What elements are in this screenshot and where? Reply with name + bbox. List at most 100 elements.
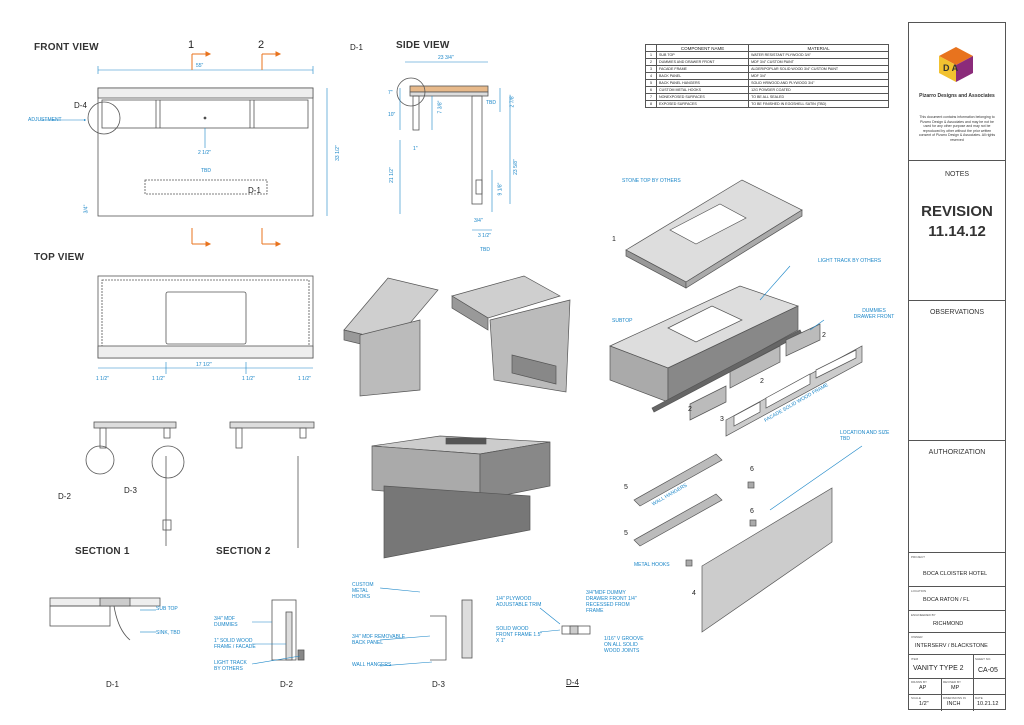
- revision-label: REVISION: [921, 203, 993, 220]
- location-value: BOCA RATON / FL: [923, 597, 970, 603]
- sheet-value: CA-05: [978, 667, 998, 674]
- stone-top-note: STONE TOP BY OTHERS: [622, 178, 681, 184]
- side-depth-dim: 23 3/4": [438, 55, 454, 61]
- top-dim-b: 1 1/2": [152, 376, 165, 382]
- v-groove-note: 1/16" V GROOVE ON ALL SOLID WOOD JOINTS: [604, 636, 644, 654]
- company-logo: D A: [937, 45, 975, 83]
- dummies-note: DUMMIES DRAWER FRONT: [853, 308, 895, 320]
- front-width-dim: 55": [196, 63, 204, 69]
- part-number-3: 3: [720, 416, 724, 423]
- side-tbd-1: TBD: [486, 100, 496, 106]
- part-number-2c: 2: [688, 406, 692, 413]
- notes-label: NOTES: [944, 171, 970, 178]
- item-cell: ITEM VANITY TYPE 2 SHEET NO. CA-05: [909, 654, 1005, 709]
- location-cell: LOCATION BOCA RATON / FL: [909, 586, 1005, 610]
- part-number-4: 4: [692, 590, 696, 597]
- front-height-dim: 33 1/2": [334, 145, 341, 161]
- owner-value: INTERSERV / BLACKSTONE: [915, 643, 988, 649]
- revision-date: 11.14.12: [928, 223, 986, 240]
- engineered-cell: ENGINEERED BY RICHMOND: [909, 610, 1005, 632]
- material-header: MATERIAL: [748, 44, 889, 52]
- front-view-title: FRONT VIEW: [34, 42, 99, 53]
- detail-d3-tag: D-3: [124, 486, 137, 495]
- side-3-4-dim: 3/4": [474, 218, 483, 224]
- detail-d3-label: D-3: [432, 680, 445, 689]
- part-number-1: 1: [612, 236, 616, 243]
- solid-front-note: SOLID WOOD FRONT FRAME 1.5" X 1": [496, 626, 543, 644]
- top-view-title: TOP VIEW: [34, 252, 85, 263]
- date-value: 10.21.12: [977, 701, 999, 707]
- side-10-dim: 10": [388, 112, 396, 118]
- custom-hooks-note: CUSTOM METAL HOOKS: [352, 582, 374, 600]
- top-dim-c: 17 1/2": [196, 362, 212, 368]
- company-name: Pizarro Designs and Associates: [919, 93, 995, 99]
- part-number-5a: 5: [624, 484, 628, 491]
- sink-note: SINK, TBD: [156, 630, 181, 636]
- section-drawings: [85, 421, 315, 548]
- detail-d1-label: D-1: [106, 680, 119, 689]
- mdf-dummies-note: 3/4" MDF DUMMIES: [214, 616, 238, 628]
- front-dimension-lines: [40, 66, 328, 216]
- detail-leaders: [140, 587, 561, 667]
- removable-panel-note: 3/4" MDF REMOVABLE BACK PANEL: [352, 634, 406, 646]
- logo-cube-icon: [939, 47, 973, 82]
- units-value: INCH: [947, 701, 961, 707]
- observations-label: OBSERVATIONS: [929, 309, 985, 316]
- detail-d1-tag-side: D-1: [350, 43, 363, 52]
- side-9-1-8-dim: 9 1/8": [497, 182, 504, 196]
- section-arrows: [191, 51, 282, 247]
- front-drawer-dim: 2 1/2": [198, 150, 211, 156]
- detail-drawings: [49, 597, 591, 661]
- title-block: D A Pizarro Designs and Associates This …: [908, 22, 1006, 711]
- part-number-2a: 2: [822, 332, 826, 339]
- project-value: BOCA CLOISTER HOTEL: [923, 571, 988, 577]
- section-1-title: SECTION 1: [75, 546, 130, 557]
- component-name-header: COMPONENT NAME: [655, 44, 750, 52]
- side-23-5-8-dim: 23 5/8": [512, 159, 519, 175]
- observations-section: OBSERVATIONS: [909, 300, 1005, 440]
- light-track-note: LIGHT TRACK BY OTHERS: [818, 258, 882, 264]
- top-dimension-lines: [98, 362, 313, 374]
- detail-d1-tag-front: D-1: [248, 186, 261, 195]
- side-view-drawing: [396, 77, 489, 205]
- disclaimer-text: This document contains information belon…: [918, 115, 996, 142]
- detail-d2-tag: D-2: [58, 492, 71, 501]
- plywood-trim-note: 1/4" PLYWOOD ADJUSTABLE TRIM: [496, 596, 542, 608]
- side-21-1-2-dim: 21 1/2": [388, 167, 395, 183]
- side-1-dim: 1": [413, 146, 418, 152]
- top-dim-a: 1 1/2": [96, 376, 109, 382]
- scale-cell: SCALE 1/2" DIMENSIONS IN INCH DATE 10.21…: [909, 694, 1005, 711]
- part-number-6a: 6: [750, 466, 754, 473]
- drawn-value: AP: [919, 685, 927, 691]
- project-cell: PROJECT BOCA CLOISTER HOTEL: [909, 552, 1005, 586]
- top-dim-e: 1 1/2": [298, 376, 311, 382]
- logo-letters: D A: [943, 63, 959, 73]
- scale-value: 1/2": [919, 701, 929, 707]
- metal-hooks-note: METAL HOOKS: [634, 562, 670, 568]
- top-view-drawing: [97, 275, 314, 359]
- part-number-5b: 5: [624, 530, 628, 537]
- wall-hangers-detail-note: WALL HANGERS: [352, 662, 392, 668]
- item-value: VANITY TYPE 2: [913, 665, 964, 672]
- authorization-label: AUTHORIZATION: [928, 449, 986, 456]
- mdf-dummy-note: 3/4"MDF DUMMY DRAWER FRONT 1/4" RECESSED…: [586, 590, 637, 614]
- checked-value: MP: [951, 685, 960, 691]
- side-7-dim: 7": [388, 90, 393, 96]
- side-3-1-2-dim: 3 1/2": [478, 233, 491, 239]
- exploded-view: [609, 179, 863, 633]
- light-track-detail-note: LIGHT TRACK BY OTHERS: [214, 660, 247, 672]
- notes-section: NOTES REVISION 11.14.12: [909, 160, 1005, 300]
- location-note: LOCATION AND SIZE TBD: [840, 430, 890, 442]
- engineered-value: RICHMOND: [933, 621, 964, 627]
- front-bottom-dim: 3/4": [83, 204, 90, 214]
- side-dimension-lines: [399, 61, 511, 231]
- solid-frame-note: 1" SOLID WOOD FRAME / FACADE: [214, 638, 256, 650]
